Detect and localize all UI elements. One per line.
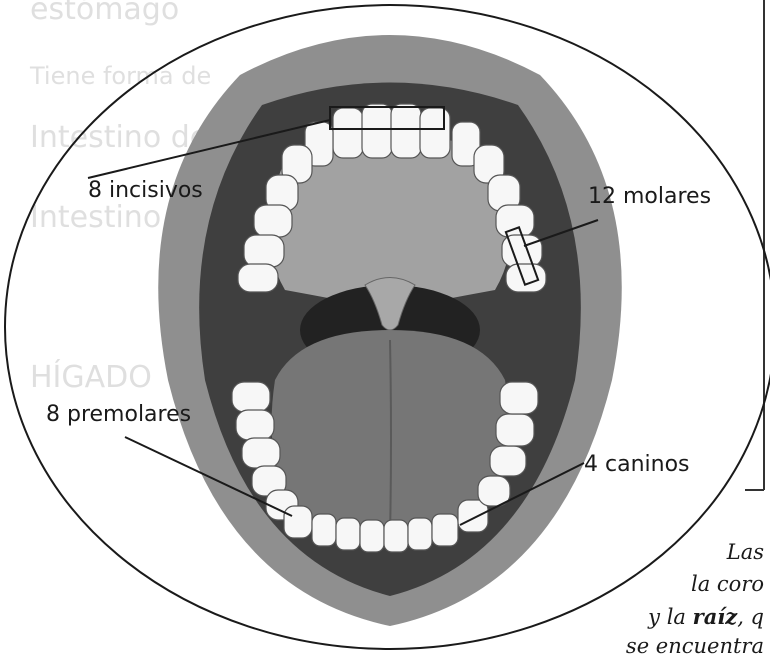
upper-molar-r3 [506,264,546,292]
lower-molar-r2 [496,414,534,446]
tongue-median-groove [390,340,391,535]
upper-molar-l2 [244,235,284,267]
lower-incisor-3 [360,520,384,552]
caption-term-raiz: raíz [693,604,738,629]
label-caninos: 4 caninos [584,452,690,477]
lower-incisor-1 [312,514,336,546]
caption-line-4: se encuentra [626,634,764,658]
upper-incisor-4 [420,108,450,158]
label-incisivos: 8 incisivos [88,178,203,203]
caption-line-3-suffix: , q [737,605,764,629]
upper-incisor-3 [391,104,421,158]
upper-molar-l3 [238,264,278,292]
lower-incisor-2 [336,518,360,550]
caption-line-2: la coro [691,572,764,596]
label-premolares: 8 premolares [46,402,191,427]
upper-molar-r1 [496,205,534,237]
upper-incisor-1 [333,108,363,158]
lower-molar-l2 [236,410,274,440]
lower-canine-l [284,506,312,538]
lower-molar-l1 [232,382,270,412]
lower-molar-l3 [242,438,280,468]
lower-molar-r3 [500,382,538,414]
lower-canine-r [432,514,458,546]
label-molares: 12 molares [588,184,711,209]
caption-line-3: y la raíz, q [648,604,764,629]
lower-molar-r1 [490,446,526,476]
lower-incisor-4 [384,520,408,552]
lower-incisor-5 [408,518,432,550]
caption-line-3-prefix: y la [648,605,692,629]
caption-line-1: Las [727,540,764,564]
upper-molar-l1 [254,205,292,237]
upper-incisor-2 [362,104,392,158]
